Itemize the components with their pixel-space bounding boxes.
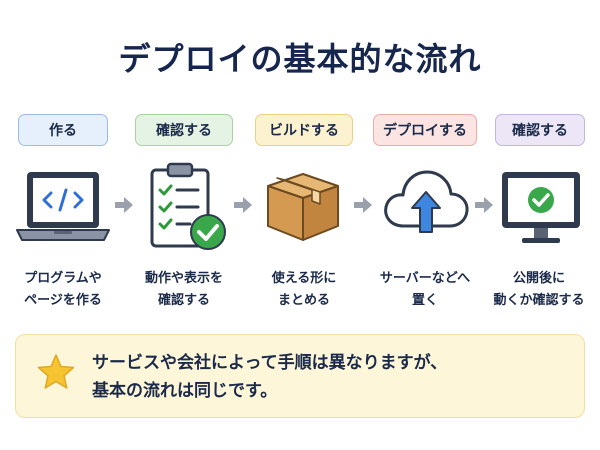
step-3-label: ビルドする [255, 114, 353, 146]
clipboard-check-icon [150, 162, 226, 250]
note-text: サービスや会社によって手順は異なりますが、 基本の流れは同じです。 [92, 353, 448, 401]
step-2-label: 確認する [135, 114, 233, 146]
step-4-caption: サーバーなどへ 置く [379, 271, 471, 308]
arrow-right-icon [234, 197, 252, 213]
step-5-caption: 公開後に 動くか確認する [493, 271, 585, 308]
star-icon [37, 354, 75, 389]
arrow-right-icon [354, 197, 372, 213]
step-5-label: 確認する [495, 114, 585, 146]
note-box: サービスや会社によって手順は異なりますが、 基本の流れは同じです。 [15, 334, 585, 418]
arrow-right-icon [115, 197, 133, 213]
step-4-label: デプロイする [373, 114, 477, 146]
laptop-code-icon [16, 172, 110, 241]
step-3-caption: 使える形に まとめる [271, 271, 337, 308]
box-icon [267, 173, 339, 241]
monitor-check-icon [502, 172, 580, 243]
step-1-caption: プログラムや ページを作る [24, 271, 102, 308]
step-1-label: 作る [18, 114, 108, 146]
page-title: デプロイの基本的な流れ [118, 40, 482, 78]
step-2-caption: 動作や表示を 確認する [144, 271, 223, 308]
arrow-right-icon [475, 197, 493, 213]
cloud-upload-icon [384, 170, 469, 233]
